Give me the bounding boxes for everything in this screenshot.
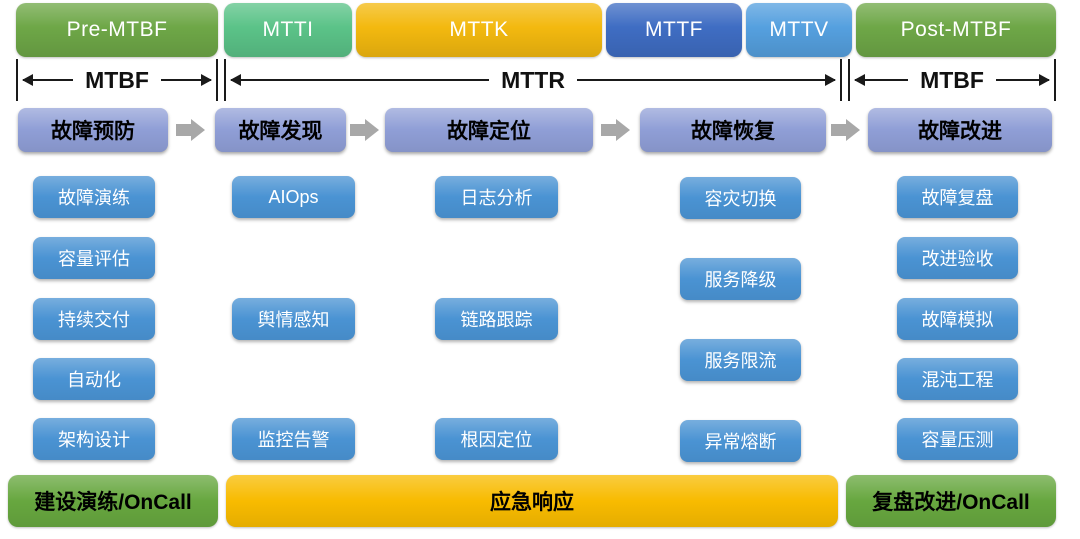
task-chip-trace-tracking: 链路跟踪: [435, 298, 558, 340]
phase-label: MTTV: [769, 18, 829, 41]
arrow-shaft: [831, 124, 846, 136]
footer-block-oncall-build: 建设演练/OnCall: [8, 475, 218, 527]
arrow-shaft: [176, 124, 191, 136]
phase-label: MTTK: [449, 18, 509, 41]
stage-header-fault-prevention: 故障预防: [18, 108, 168, 152]
arrow-shaft: [601, 124, 616, 136]
task-chip-sentiment-sensing: 舆情感知: [232, 298, 355, 340]
phase-block-mtti: MTTI: [224, 3, 352, 57]
stage-label: 故障定位: [447, 120, 531, 143]
arrow-head: [616, 119, 630, 141]
footer-block-oncall-review: 复盘改进/OnCall: [846, 475, 1056, 527]
bracket-label: MTTR: [501, 66, 565, 93]
task-chip-fault-drill: 故障演练: [33, 176, 155, 218]
span-bracket-mtbf-post: MTBF: [848, 59, 1056, 101]
task-chip-service-degradation: 服务降级: [680, 258, 801, 300]
right-arrow-icon: [160, 74, 213, 86]
stage-label: 故障预防: [51, 120, 135, 143]
task-chip-fault-review: 故障复盘: [897, 176, 1018, 218]
task-chip-automation: 自动化: [33, 358, 155, 400]
span-bracket-mttr: MTTR: [224, 59, 842, 101]
phase-block-post-mtbf: Post-MTBF: [856, 3, 1056, 57]
task-chip-aiops: AIOps: [232, 176, 355, 218]
stage-header-fault-localization: 故障定位: [385, 108, 593, 152]
task-chip-fault-simulation: 故障模拟: [897, 298, 1018, 340]
phase-block-mttf: MTTF: [606, 3, 742, 57]
left-arrow-icon: [853, 74, 909, 86]
task-chip-log-analysis: 日志分析: [435, 176, 558, 218]
arrow-head: [191, 119, 205, 141]
arrow-shaft: [350, 124, 365, 136]
task-chip-service-rate-limit: 服务限流: [680, 339, 801, 381]
stage-label: 故障恢复: [691, 120, 775, 143]
stage-header-fault-detection: 故障发现: [215, 108, 346, 152]
left-arrow-icon: [229, 74, 490, 86]
phase-label: MTTI: [262, 18, 314, 41]
phase-label: Post-MTBF: [900, 18, 1012, 41]
bracket-label: MTBF: [85, 66, 149, 93]
bracket-label: MTBF: [920, 66, 984, 93]
flow-arrow-icon: [176, 119, 206, 141]
footer-block-emergency-response: 应急响应: [226, 475, 838, 527]
task-chip-capacity-stress-test: 容量压测: [897, 418, 1018, 460]
flow-arrow-icon: [601, 119, 631, 141]
right-arrow-icon: [995, 74, 1051, 86]
task-chip-root-cause-location: 根因定位: [435, 418, 558, 460]
flow-arrow-icon: [831, 119, 861, 141]
phase-block-mttk: MTTK: [356, 3, 602, 57]
flow-arrow-icon: [350, 119, 380, 141]
phase-label: MTTF: [645, 18, 703, 41]
arrow-head: [846, 119, 860, 141]
stage-header-fault-improvement: 故障改进: [868, 108, 1052, 152]
task-chip-continuous-delivery: 持续交付: [33, 298, 155, 340]
stage-label: 故障发现: [238, 120, 323, 143]
arrow-head: [365, 119, 379, 141]
task-chip-circuit-breaker: 异常熔断: [680, 420, 801, 462]
phase-label: Pre-MTBF: [66, 18, 168, 41]
task-chip-improvement-accept: 改进验收: [897, 237, 1018, 279]
left-arrow-icon: [21, 74, 74, 86]
task-chip-architecture-design: 架构设计: [33, 418, 155, 460]
stage-header-fault-recovery: 故障恢复: [640, 108, 826, 152]
stage-label: 故障改进: [918, 120, 1002, 143]
task-chip-chaos-engineering: 混沌工程: [897, 358, 1018, 400]
phase-block-mttv: MTTV: [746, 3, 852, 57]
right-arrow-icon: [576, 74, 837, 86]
phase-block-pre-mtbf: Pre-MTBF: [16, 3, 218, 57]
span-bracket-mtbf-pre: MTBF: [16, 59, 218, 101]
task-chip-disaster-switchover: 容灾切换: [680, 177, 801, 219]
task-chip-monitoring-alerts: 监控告警: [232, 418, 355, 460]
task-chip-capacity-evaluation: 容量评估: [33, 237, 155, 279]
